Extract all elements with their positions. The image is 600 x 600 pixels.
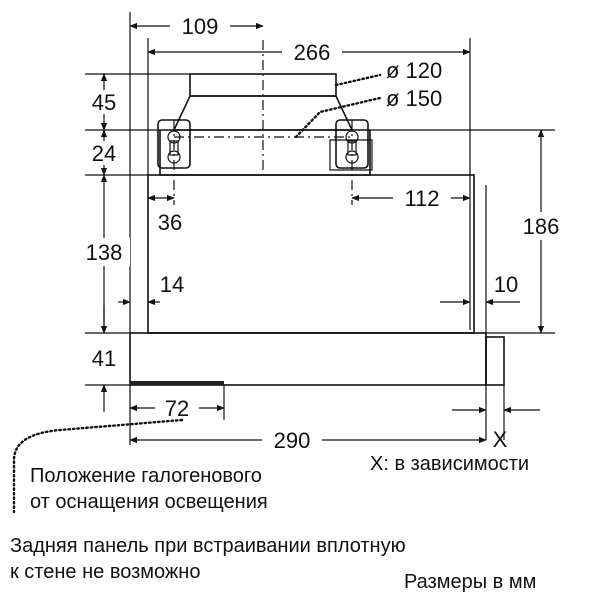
units-note: Размеры в мм [404,571,536,593]
halogen-note-line1: Положение галогенового [30,465,262,487]
fan-housing-shade [329,139,373,171]
dim-24: 24 [92,141,116,166]
halogen-leader [12,418,184,514]
dim-x: X [493,427,508,452]
x-dependency-note: X: в зависимости [370,453,529,475]
rear-panel-note-line1: Задняя панель при встраивании вплотную [10,535,406,557]
diameter-120: ø 120 [386,58,442,83]
hood-outline [129,73,505,386]
dim-41: 41 [92,346,116,371]
dim-14: 14 [160,272,184,297]
dim-36: 36 [158,210,182,235]
dim-109: 109 [182,14,219,39]
rear-panel-note-line2: к стене не возможно [10,561,200,583]
dim-45: 45 [92,90,116,115]
halogen-note-line2: от оснащения освещения [30,491,268,513]
extension-lines [85,12,555,445]
leader-d150 [294,96,382,139]
dim-186: 186 [523,214,560,239]
dim-112: 112 [404,186,439,211]
dim-266: 266 [294,40,331,65]
dim-138: 138 [86,240,123,265]
hood-bottom-panel [129,332,487,386]
leader-d120 [334,73,382,87]
dim-10: 10 [494,272,518,297]
front-slider [485,336,505,386]
dim-290: 290 [274,428,311,453]
diameter-150: ø 150 [386,86,442,111]
dim-72: 72 [165,396,189,421]
halogen-strip [130,381,224,385]
